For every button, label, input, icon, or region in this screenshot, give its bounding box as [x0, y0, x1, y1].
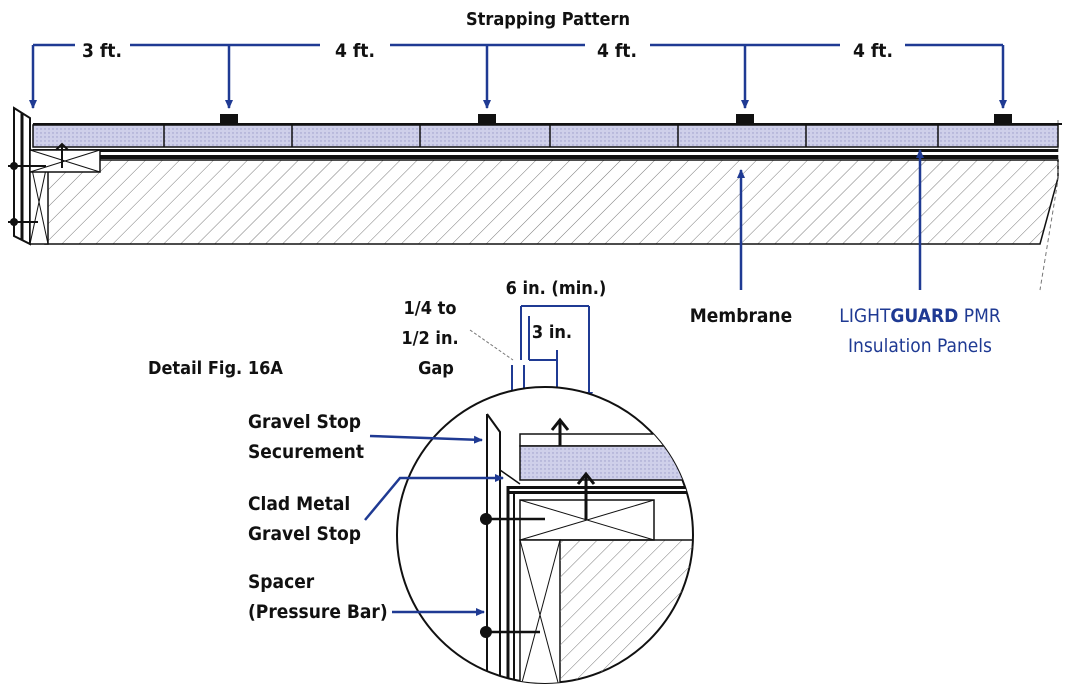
spacing-dimension-line: [29, 43, 1007, 109]
clad-metal-arrow: [364, 474, 504, 521]
gravel-stop-securement-arrow: [369, 434, 483, 444]
membrane-label: Membrane: [690, 305, 792, 327]
insulation-panels: [32, 124, 1059, 148]
gap-label-line1: 1/4 to: [404, 298, 457, 319]
detail-circle: [396, 386, 694, 684]
clad-metal-line1: Clad Metal: [248, 493, 350, 515]
gravel-stop-securement-line2: Securement: [248, 441, 364, 463]
gravel-stop-securement-line1: Gravel Stop: [248, 411, 361, 433]
spacing-label-1: 3 ft.: [82, 40, 122, 62]
detail-dimension-lines: [508, 305, 593, 401]
spacer-line2: (Pressure Bar): [248, 601, 388, 623]
detail-figure-title: Detail Fig. 16A: [148, 358, 283, 379]
strapping-fasteners: [220, 114, 1012, 124]
roof-section: [8, 106, 1062, 291]
insulation-label-line2: Insulation Panels: [848, 335, 992, 357]
strapping-pattern-title: Strapping Pattern: [466, 9, 630, 30]
spacer-line1: Spacer: [248, 571, 315, 593]
insulation-label-line1: LIGHTGUARD PMR: [839, 305, 1001, 327]
dim-6in-label: 6 in. (min.): [506, 278, 607, 299]
clad-metal-line2: Gravel Stop: [248, 523, 361, 545]
spacing-label-3: 4 ft.: [597, 40, 637, 62]
spacing-label-4: 4 ft.: [853, 40, 893, 62]
dim-3in-label: 3 in.: [532, 322, 572, 343]
gap-label-line2: 1/2 in.: [401, 328, 458, 349]
gap-label-line3: Gap: [418, 358, 454, 379]
spacing-label-2: 4 ft.: [335, 40, 375, 62]
